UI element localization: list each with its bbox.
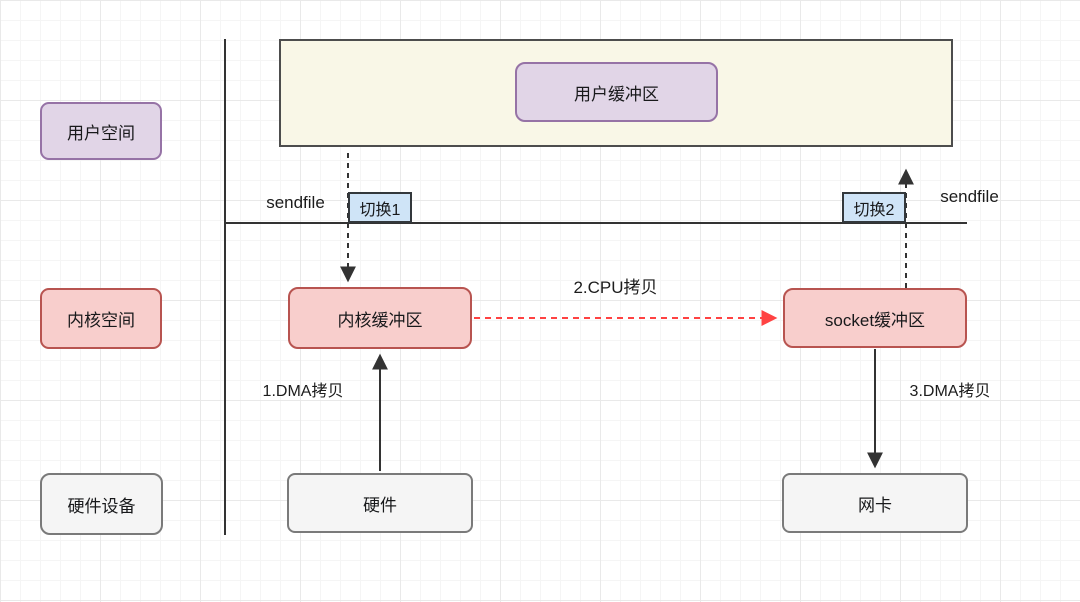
node-socket-buffer: socket缓冲区: [783, 288, 967, 348]
cpu-copy-label: 2.CPU拷贝: [573, 278, 658, 297]
sendfile-label-right: sendfile: [940, 187, 999, 206]
lane-label-hardware-devices: 硬件设备: [40, 473, 163, 535]
node-kernel-buffer: 内核缓冲区: [288, 287, 472, 349]
node-user-buffer-text: 用户缓冲区: [574, 84, 659, 104]
lane-label-hardware-devices-text: 硬件设备: [67, 496, 136, 516]
node-switch2: 切换2: [842, 192, 906, 223]
node-socket-buffer-text: socket缓冲区: [824, 310, 926, 330]
user-kernel-boundary-line: [225, 222, 967, 224]
lane-label-user-space-text: 用户空间: [67, 123, 135, 143]
node-switch1: 切换1: [348, 192, 412, 223]
node-nic-text: 网卡: [858, 495, 892, 515]
node-kernel-buffer-text: 内核缓冲区: [337, 310, 423, 330]
lane-label-kernel-space-text: 内核空间: [67, 311, 135, 330]
lane-label-user-space: 用户空间: [40, 102, 162, 160]
node-switch2-text: 切换2: [853, 201, 895, 219]
lane-label-kernel-space: 内核空间: [40, 288, 162, 349]
dma-copy-3-label: 3.DMA拷贝: [909, 383, 991, 400]
node-switch1-text: 切换1: [359, 201, 401, 219]
node-hardware-text: 硬件: [363, 495, 397, 515]
space-boundary-vertical-line: [224, 39, 226, 535]
node-user-buffer: 用户缓冲区: [515, 62, 718, 122]
node-hardware: 硬件: [287, 473, 473, 533]
dma-copy-1-label: 1.DMA拷贝: [262, 383, 344, 400]
node-nic: 网卡: [782, 473, 968, 533]
sendfile-label-left: sendfile: [266, 193, 325, 212]
